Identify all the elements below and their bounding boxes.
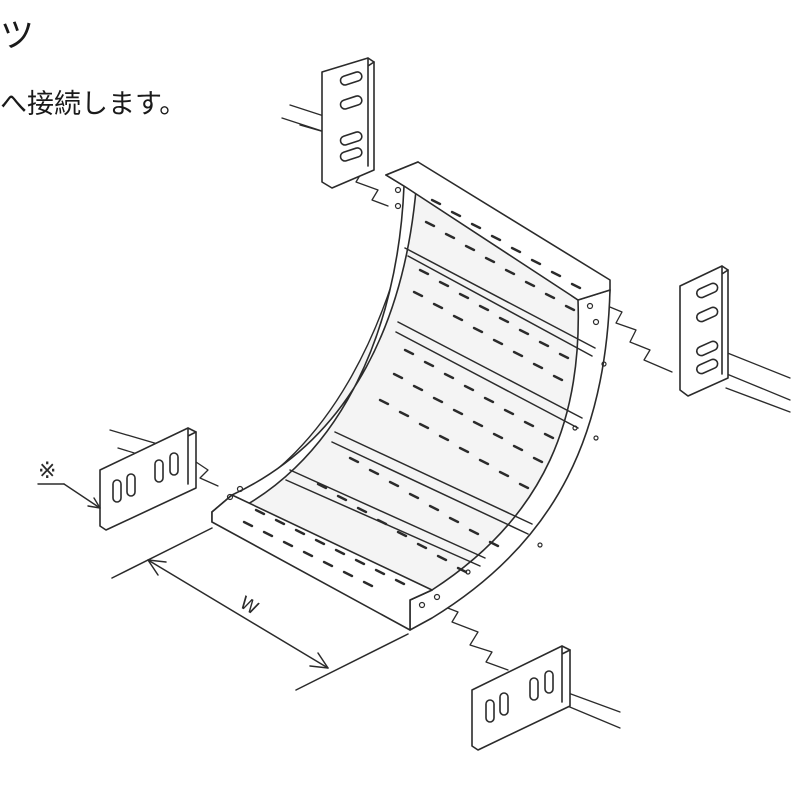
plate-slots xyxy=(695,282,719,375)
heading-fragment: ツ xyxy=(0,16,42,56)
floor-perforations xyxy=(242,198,582,588)
note-mark: ※ xyxy=(38,459,56,484)
dimension-line xyxy=(147,559,329,669)
bolt-holes xyxy=(226,186,607,609)
splice-plate-right xyxy=(679,265,729,397)
splice-plate-bottom xyxy=(471,645,571,751)
leader-arrow xyxy=(87,497,101,509)
plate-slots xyxy=(112,452,179,503)
note-callout: ※ xyxy=(37,459,101,509)
tray-run-lines xyxy=(109,104,791,729)
splice-plate-left xyxy=(99,427,197,531)
arrow-head-start xyxy=(147,559,167,576)
plate-slots xyxy=(485,670,554,723)
leader-line xyxy=(63,483,101,509)
splice-plate-top xyxy=(321,57,375,189)
plate-slots xyxy=(339,71,363,162)
tray-body xyxy=(211,161,611,631)
rungs xyxy=(285,247,596,567)
top-end xyxy=(385,161,611,301)
extension-line-left xyxy=(111,527,213,579)
caption-text: へ接続します。 xyxy=(0,89,187,120)
extension-line-right xyxy=(295,633,409,691)
arrow-head-end xyxy=(309,652,329,669)
